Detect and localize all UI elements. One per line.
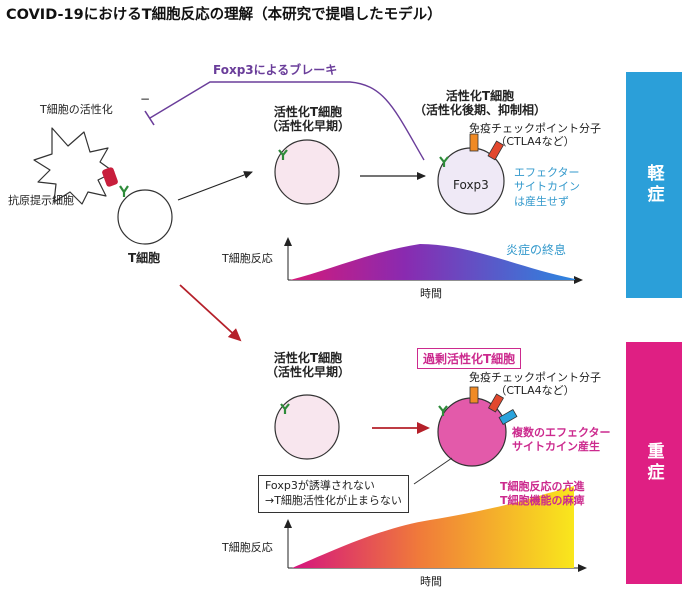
mild-late-title: 活性化T細胞 （活性化後期、抑制相） <box>405 89 555 118</box>
mild-effector-line3: は産生せず <box>514 194 569 208</box>
mild-chart-y-label: T細胞反応 <box>222 252 273 265</box>
mild-checkpoint-line2: （CTLA4など） <box>495 135 575 149</box>
mild-late-receptor-icon <box>439 156 449 167</box>
foxp3-note-line2: →T細胞活性化が止まらない <box>265 493 402 507</box>
brake-blunt-end <box>144 110 155 126</box>
severe-checkpoint-label: 免疫チェックポイント分子 （CTLA4など） <box>460 371 610 397</box>
severe-chart-note-line1: T細胞反応の亢進 <box>500 480 585 493</box>
mild-late-title-line2: （活性化後期、抑制相） <box>413 103 546 118</box>
brake-label: Foxp3によるブレーキ <box>213 63 338 77</box>
severe-checkpoint-line1: 免疫チェックポイント分子 <box>469 371 601 384</box>
mild-side-label: 軽症 <box>626 72 682 298</box>
apc-label: 抗原提示細胞 <box>8 194 74 207</box>
arrow-to-early-mild <box>177 171 253 201</box>
arrow-to-severe <box>179 284 242 342</box>
severe-checkpoint-line2: （CTLA4など） <box>495 384 575 398</box>
mhc-red-molecule <box>102 167 118 187</box>
antigen-presenting-cell-shape <box>33 127 115 205</box>
mild-effector-line2: サイトカイン <box>514 180 580 194</box>
severe-early-title-line1: 活性化T細胞 <box>273 351 343 365</box>
mild-effector-line1: エフェクター <box>514 166 580 179</box>
tcr-receptor-icon <box>119 185 129 197</box>
foxp3-label: Foxp3 <box>453 178 489 192</box>
mild-early-title-line2: （活性化早期） <box>265 119 350 134</box>
severe-early-title-line2: （活性化早期） <box>265 365 350 380</box>
inhibition-minus-sign: − <box>140 92 151 106</box>
severe-chart-note: T細胞反応の亢進 T細胞機能の麻痺 <box>500 480 585 509</box>
severe-ctla4-orange <box>469 386 479 404</box>
foxp3-brake-line <box>149 81 425 161</box>
t-cell-activation-label: T細胞の活性化 <box>40 103 113 116</box>
t-cell-shape <box>117 189 173 245</box>
t-cell-label: T細胞 <box>128 251 161 265</box>
mild-ctla4-orange <box>469 133 479 152</box>
severe-chart-note-line2: T細胞機能の麻痺 <box>500 494 585 508</box>
severe-early-receptor-icon <box>280 403 290 414</box>
foxp3-note-line1: Foxp3が誘導されない <box>265 479 375 492</box>
severe-effector-line1: 複数のエフェクター <box>512 426 611 439</box>
mild-effector-note: エフェクター サイトカイン は産生せず <box>514 166 580 209</box>
severe-receptor-red <box>487 393 505 413</box>
severe-effector-line2: サイトカイン産生 <box>512 440 600 454</box>
mild-response-area <box>290 244 575 280</box>
mild-chart-note: 炎症の終息 <box>506 243 567 257</box>
mild-late-title-line1: 活性化T細胞 <box>445 89 515 103</box>
mild-chart-x-label: 時間 <box>420 287 442 300</box>
page-title: COVID-19におけるT細胞反応の理解（本研究で提唱したモデル） <box>6 7 442 23</box>
severe-response-area <box>292 486 574 568</box>
severe-early-title: 活性化T細胞 （活性化早期） <box>262 351 354 380</box>
severe-chart-x-label: 時間 <box>420 575 442 588</box>
mild-early-title: 活性化T細胞 （活性化早期） <box>262 105 354 134</box>
severe-receptor-blue <box>498 408 518 426</box>
mild-ctla4-red <box>487 140 505 161</box>
note-connector <box>413 457 453 485</box>
severe-side-label: 重症 <box>626 342 682 584</box>
severe-chart-y-label: T細胞反応 <box>222 541 273 554</box>
excess-activation-label: 過剰活性化T細胞 <box>417 348 522 369</box>
mild-checkpoint-line1: 免疫チェックポイント分子 <box>469 122 601 135</box>
mild-checkpoint-label: 免疫チェックポイント分子 （CTLA4など） <box>460 122 610 148</box>
severe-effector-note: 複数のエフェクター サイトカイン産生 <box>512 426 611 455</box>
mild-early-receptor-icon <box>278 149 288 160</box>
mild-early-cell <box>274 139 340 205</box>
severe-early-cell <box>274 394 340 460</box>
mild-early-title-line1: 活性化T細胞 <box>273 105 343 119</box>
foxp3-note-box: Foxp3が誘導されない →T細胞活性化が止まらない <box>258 475 409 513</box>
severe-hyper-receptor-icon <box>438 405 448 416</box>
